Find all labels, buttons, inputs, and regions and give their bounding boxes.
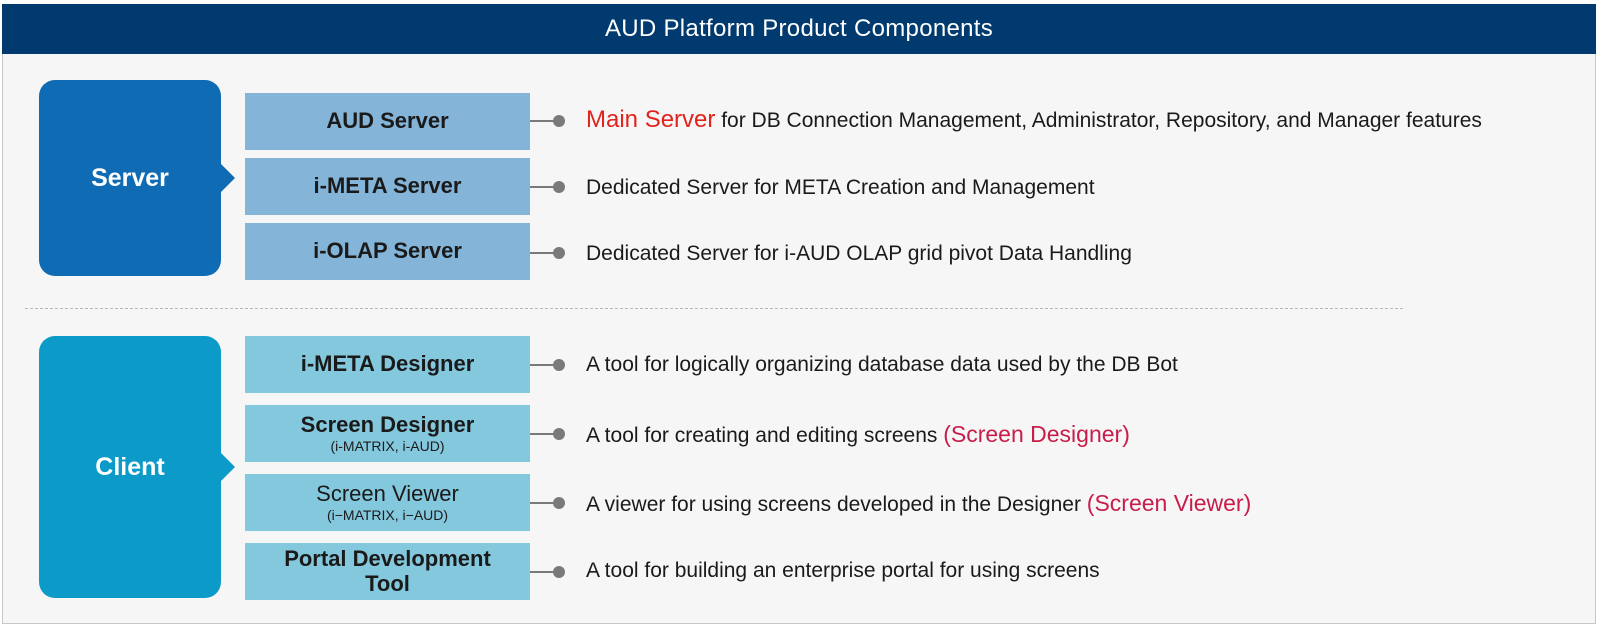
- screen-viewer-sub: (i−MATRIX, i−AUD): [326, 506, 449, 523]
- aud-server-desc-highlight: Main Server: [586, 106, 716, 133]
- imeta-designer-name: i-META Designer: [300, 351, 475, 377]
- client-group-notch: [221, 453, 235, 481]
- screen-viewer-name: Screen Viewer: [316, 480, 459, 506]
- imeta-designer-box: i-META Designer: [245, 336, 530, 393]
- imeta-designer-description: A tool for logically organizing database…: [586, 353, 1178, 376]
- screen-designer-description: A tool for creating and editing screens …: [586, 421, 1130, 448]
- iolap-server-name: i-OLAP Server: [313, 238, 462, 264]
- portal-tool-name: Portal Development Tool: [284, 546, 491, 596]
- iolap-server-description: Dedicated Server for i-AUD OLAP grid piv…: [586, 242, 1132, 265]
- portal-tool-connector: [530, 566, 565, 578]
- aud-server-box: AUD Server: [245, 93, 530, 150]
- aud-server-desc-text: for DB Connection Management, Administra…: [715, 109, 1482, 132]
- screen-viewer-description: A viewer for using screens developed in …: [586, 490, 1251, 517]
- imeta-server-description: Dedicated Server for META Creation and M…: [586, 176, 1095, 199]
- imeta-server-box: i-META Server: [245, 158, 530, 215]
- screen-viewer-desc-highlight: (Screen Viewer): [1086, 490, 1252, 516]
- client-group-label: Client: [95, 452, 165, 481]
- iolap-server-box: i-OLAP Server: [245, 223, 530, 280]
- screen-designer-sub: (i-MATRIX, i-AUD): [330, 437, 445, 454]
- aud-server-name: AUD Server: [326, 108, 449, 134]
- aud-server-connector: [530, 115, 565, 127]
- screen-designer-desc-highlight: (Screen Designer): [943, 421, 1130, 447]
- imeta-designer-connector: [530, 359, 565, 371]
- screen-designer-connector: [530, 428, 565, 440]
- diagram-title: AUD Platform Product Components: [2, 4, 1596, 54]
- screen-viewer-desc-text: A viewer for using screens developed in …: [586, 493, 1087, 516]
- portal-tool-box: Portal Development Tool: [245, 543, 530, 600]
- screen-viewer-box: Screen Viewer (i−MATRIX, i−AUD): [245, 474, 530, 531]
- imeta-server-connector: [530, 181, 565, 193]
- iolap-server-connector: [530, 247, 565, 259]
- server-group-label: Server: [91, 163, 169, 192]
- screen-viewer-connector: [530, 497, 565, 509]
- screen-designer-desc-text: A tool for creating and editing screens: [586, 424, 944, 447]
- aud-server-description: Main Server for DB Connection Management…: [586, 106, 1482, 134]
- server-group-tab: Server: [39, 80, 235, 276]
- client-group-tab: Client: [39, 336, 235, 598]
- imeta-server-name: i-META Server: [313, 173, 462, 199]
- portal-tool-description: A tool for building an enterprise portal…: [586, 559, 1100, 582]
- screen-designer-name: Screen Designer: [300, 411, 475, 437]
- screen-designer-box: Screen Designer (i-MATRIX, i-AUD): [245, 405, 530, 462]
- diagram-frame: [2, 4, 1596, 624]
- server-group-notch: [221, 164, 235, 192]
- group-divider: [25, 308, 1403, 309]
